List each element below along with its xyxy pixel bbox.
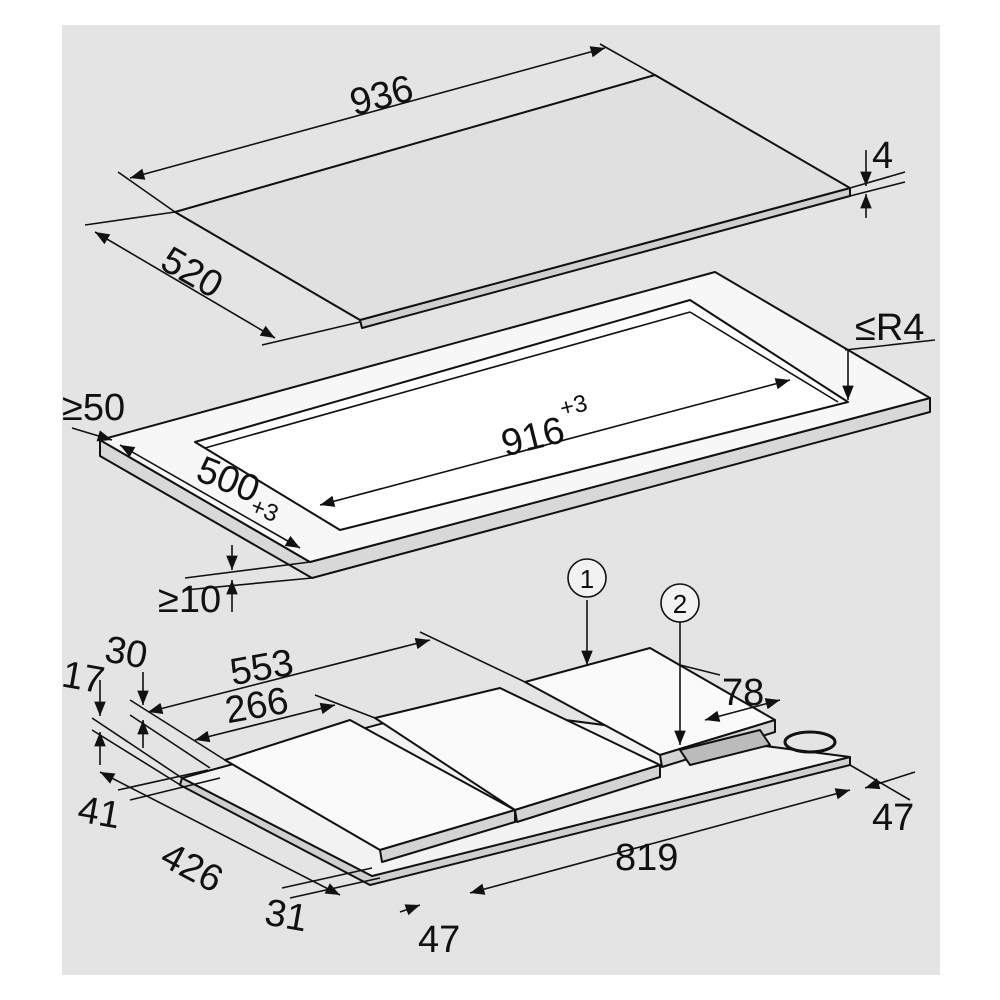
label-31: 31 bbox=[262, 892, 311, 941]
label-worktop-thickness: ≥10 bbox=[158, 579, 221, 621]
cutout-dimension-lines bbox=[71, 339, 936, 612]
callout-2: 2 bbox=[660, 583, 700, 623]
connection-box bbox=[679, 729, 771, 766]
plate-dimension-lines bbox=[84, 43, 906, 346]
label-edge-distance: ≥50 bbox=[62, 387, 125, 429]
hob-dimension-lines bbox=[91, 600, 916, 916]
power-cable bbox=[783, 730, 837, 754]
label-30: 30 bbox=[102, 629, 151, 678]
svg-text:+3: +3 bbox=[557, 390, 590, 423]
label-thickness-4: 4 bbox=[872, 135, 893, 177]
callout-1: 1 bbox=[567, 558, 607, 598]
label-41: 41 bbox=[75, 789, 124, 838]
label-47-bottom: 47 bbox=[418, 919, 460, 961]
label-corner-radius: ≤R4 bbox=[855, 307, 924, 349]
svg-text:1: 1 bbox=[580, 564, 594, 594]
svg-text:2: 2 bbox=[673, 589, 687, 619]
label-17: 17 bbox=[59, 654, 108, 703]
label-78: 78 bbox=[722, 672, 764, 714]
label-819: 819 bbox=[615, 837, 678, 879]
label-47-right: 47 bbox=[872, 797, 914, 839]
